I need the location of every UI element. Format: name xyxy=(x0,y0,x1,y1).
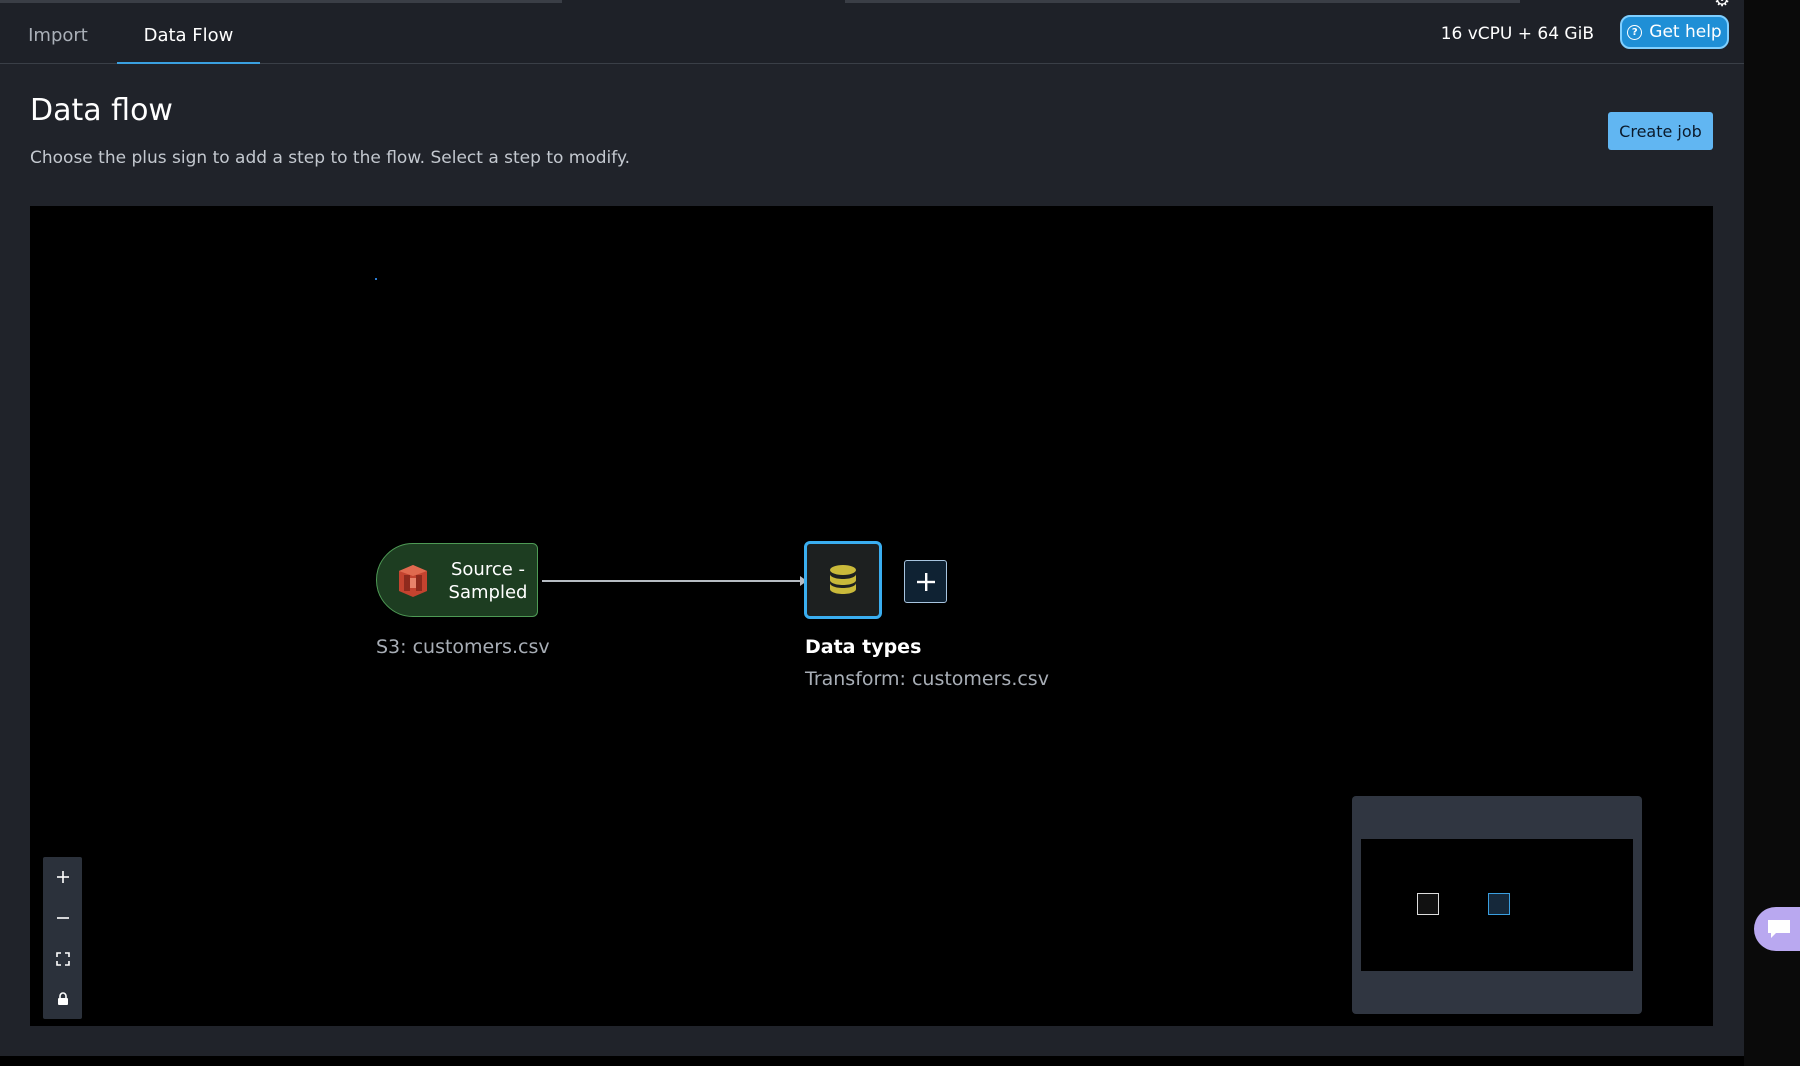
transform-node[interactable] xyxy=(804,541,882,619)
app-window: Import Data Flow 16 vCPU + 64 GiB ? Get … xyxy=(0,0,1744,1056)
right-side-rail xyxy=(1744,0,1800,1066)
instance-resource-label[interactable]: 16 vCPU + 64 GiB xyxy=(1440,24,1594,44)
tabs-bar: Import Data Flow 16 vCPU + 64 GiB ? Get … xyxy=(0,0,1744,64)
help-circle-icon: ? xyxy=(1627,24,1643,40)
tab-data-flow[interactable]: Data Flow xyxy=(117,24,260,64)
fit-view-icon xyxy=(55,952,70,966)
lock-icon xyxy=(57,992,68,1005)
transform-node-title: Data types xyxy=(805,636,922,658)
page-title: Data flow xyxy=(30,93,173,128)
get-help-label: Get help xyxy=(1649,22,1722,42)
minimap-source-node xyxy=(1417,893,1439,915)
zoom-out-button[interactable] xyxy=(43,898,82,938)
flow-edge xyxy=(542,580,804,582)
chat-bubble-icon xyxy=(1768,920,1790,938)
minus-icon xyxy=(56,917,69,919)
create-job-button[interactable]: Create job xyxy=(1608,112,1713,150)
source-node-subtitle: S3: customers.csv xyxy=(376,636,550,658)
zoom-controls xyxy=(43,857,82,1019)
source-node-label: Source - Sampled xyxy=(448,559,528,603)
top-strip-right xyxy=(845,0,1520,3)
chat-feedback-button[interactable] xyxy=(1754,907,1800,951)
database-icon xyxy=(830,565,856,594)
minimap[interactable] xyxy=(1352,796,1642,1014)
plus-icon xyxy=(916,572,935,591)
canvas-dot xyxy=(375,278,377,280)
flow-canvas[interactable]: Source - Sampled S3: customers.csv Data … xyxy=(30,206,1713,1026)
get-help-button[interactable]: ? Get help xyxy=(1620,15,1729,49)
plus-icon xyxy=(56,871,69,883)
top-strip-left xyxy=(0,0,562,3)
page-description: Choose the plus sign to add a step to th… xyxy=(30,148,630,168)
lock-button[interactable] xyxy=(43,979,82,1019)
transform-node-subtitle: Transform: customers.csv xyxy=(805,668,1049,690)
zoom-in-button[interactable] xyxy=(43,857,82,897)
minimap-transform-node xyxy=(1488,893,1510,915)
minimap-viewport[interactable] xyxy=(1361,839,1633,971)
tab-import[interactable]: Import xyxy=(28,25,88,46)
gear-icon[interactable]: ⚙ xyxy=(1714,0,1731,11)
s3-bucket-icon xyxy=(399,565,427,597)
add-step-button[interactable] xyxy=(904,560,947,603)
source-node[interactable]: Source - Sampled xyxy=(376,543,538,617)
fit-view-button[interactable] xyxy=(43,939,82,979)
flow-edge-arrowhead xyxy=(800,576,807,586)
